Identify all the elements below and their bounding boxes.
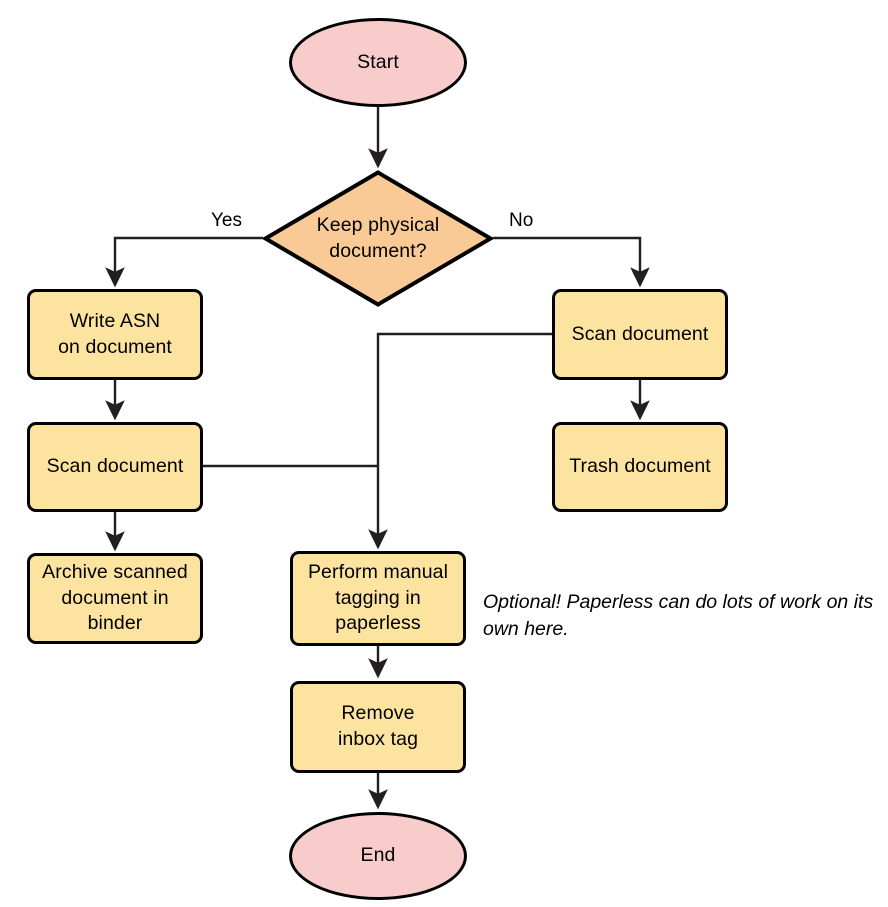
node-write-asn-label: Write ASN on document bbox=[58, 309, 172, 358]
node-archive-label: Archive scanned document in binder bbox=[42, 560, 188, 635]
edge-decision-yes-to-write-asn bbox=[105, 236, 263, 288]
node-perform-manual-tagging[interactable]: Perform manual tagging in paperless bbox=[290, 551, 466, 646]
node-scan-document-left-label: Scan document bbox=[46, 455, 184, 478]
edge-label-yes: Yes bbox=[211, 210, 242, 231]
node-trash-document[interactable]: Trash document bbox=[552, 422, 728, 512]
node-archive-scanned-document[interactable]: Archive scanned document in binder bbox=[27, 553, 203, 644]
node-decision-keep-physical-document[interactable]: Keep physical document? bbox=[263, 170, 493, 307]
edge-scan-right-to-tagging bbox=[368, 332, 552, 550]
edge-decision-no-to-scan-right bbox=[493, 236, 650, 288]
node-trash-document-label: Trash document bbox=[569, 455, 711, 478]
node-scan-document-right[interactable]: Scan document bbox=[552, 289, 728, 380]
node-decision-label: Keep physical document? bbox=[316, 213, 440, 262]
node-end[interactable]: End bbox=[289, 812, 467, 900]
node-scan-document-left[interactable]: Scan document bbox=[27, 422, 203, 512]
diamond-shape bbox=[263, 170, 493, 307]
node-start[interactable]: Start bbox=[289, 18, 467, 107]
node-remove-inbox-tag[interactable]: Remove inbox tag bbox=[290, 681, 466, 773]
node-perform-manual-tagging-label: Perform manual tagging in paperless bbox=[307, 560, 449, 635]
node-start-label: Start bbox=[357, 50, 399, 73]
node-write-asn-on-document[interactable]: Write ASN on document bbox=[27, 289, 203, 380]
annotation-optional-note: Optional! Paperless can do lots of work … bbox=[483, 591, 874, 640]
node-end-label: End bbox=[360, 844, 396, 867]
node-scan-document-right-label: Scan document bbox=[571, 322, 709, 345]
node-remove-inbox-tag-label: Remove inbox tag bbox=[337, 702, 419, 750]
edge-label-no: No bbox=[509, 210, 534, 231]
